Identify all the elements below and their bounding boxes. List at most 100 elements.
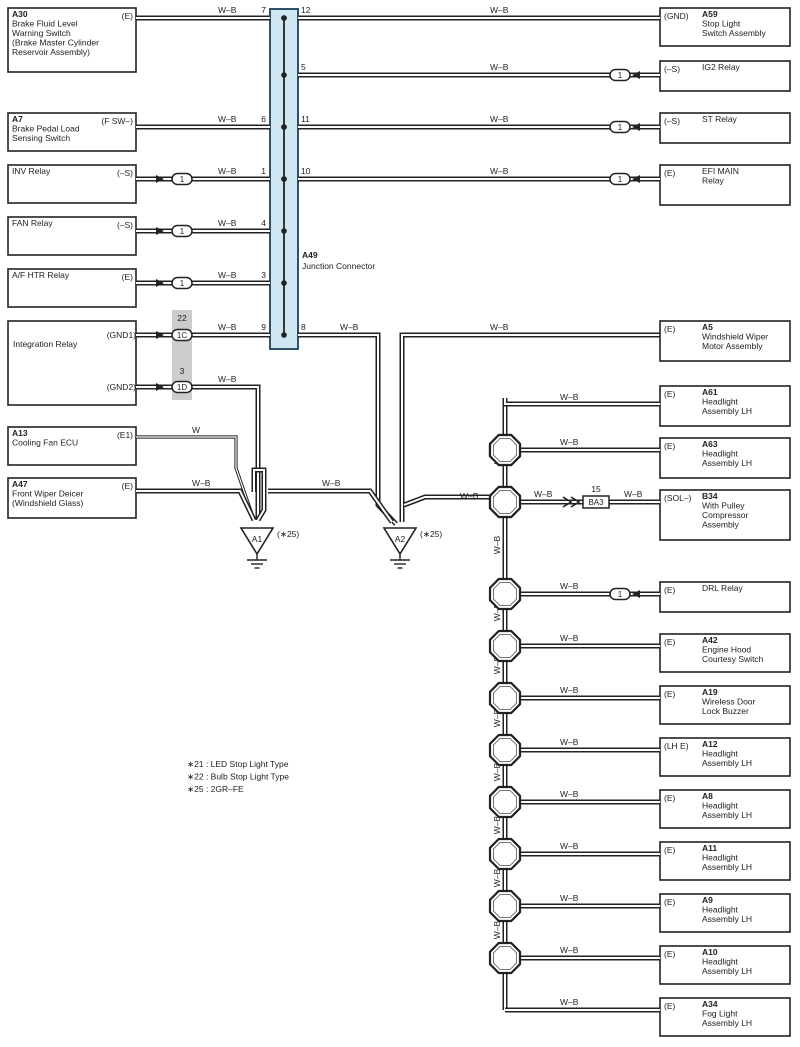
splice-inner bbox=[492, 893, 518, 919]
connector-pill bbox=[609, 120, 631, 134]
wire-inner bbox=[401, 334, 660, 522]
connector-pill bbox=[609, 587, 631, 601]
wire-color-label: W–B bbox=[560, 945, 579, 955]
wire-color-label: W–B bbox=[490, 322, 509, 332]
wire-color-label: W–B bbox=[218, 166, 237, 176]
wire-color-label: W–B bbox=[492, 868, 502, 887]
ground-note: (∗25) bbox=[277, 529, 299, 539]
component-label: Lock Buzzer bbox=[702, 706, 749, 716]
pin-label: (E) bbox=[664, 637, 676, 647]
wire-color-label: W–B bbox=[624, 489, 643, 499]
connector-pill bbox=[609, 68, 631, 82]
wire-color-label: W–B bbox=[490, 166, 509, 176]
arrow-icon bbox=[632, 175, 640, 183]
connector-pill bbox=[171, 172, 193, 186]
component-label: Assembly LH bbox=[702, 810, 752, 820]
component-box bbox=[659, 581, 791, 613]
component-box bbox=[7, 112, 137, 152]
component-box bbox=[7, 426, 137, 466]
component-id: A61 bbox=[702, 387, 718, 397]
component-box bbox=[659, 789, 791, 829]
wire-color-label: W–B bbox=[340, 322, 359, 332]
wire-color-label: W–B bbox=[492, 920, 502, 939]
pin-label: (–S) bbox=[664, 64, 680, 74]
arrow-icon bbox=[156, 383, 164, 391]
connector-pill bbox=[171, 380, 193, 394]
component-id: B34 bbox=[702, 491, 718, 501]
wire-color-label: W–B bbox=[218, 218, 237, 228]
wire-color-label: W–B bbox=[490, 62, 509, 72]
pin-number: 3 bbox=[180, 366, 185, 376]
component-label: Headlight bbox=[702, 853, 739, 863]
wire-a2-trunk bbox=[403, 494, 490, 508]
component-label: Headlight bbox=[702, 397, 739, 407]
component-label: Wireless Door bbox=[702, 697, 756, 707]
component-box bbox=[659, 112, 791, 144]
wire-color-label: W–B bbox=[460, 491, 479, 501]
connector-label: BA3 bbox=[588, 498, 604, 507]
component-label: Headlight bbox=[702, 905, 739, 915]
component-label: Motor Assembly bbox=[702, 341, 763, 351]
splice-inner bbox=[492, 685, 518, 711]
wire-color-label: W–B bbox=[560, 789, 579, 799]
component-box bbox=[659, 385, 791, 427]
splice-inner bbox=[492, 633, 518, 659]
splice-point bbox=[488, 485, 522, 519]
component-label: Stop Light bbox=[702, 19, 741, 29]
wire-color-label: W–B bbox=[218, 374, 237, 384]
pin-number: 9 bbox=[261, 322, 266, 332]
arrow-icon bbox=[632, 71, 640, 79]
wire-color-label: W–B bbox=[560, 633, 579, 643]
pin-label: (E) bbox=[664, 689, 676, 699]
junction-dot bbox=[281, 176, 287, 182]
wire-color-label: W–B bbox=[492, 602, 502, 621]
pin-label: (E) bbox=[664, 585, 676, 595]
connector-pill bbox=[171, 224, 193, 238]
ground-point bbox=[382, 527, 418, 556]
wire-color-label: W–B bbox=[560, 685, 579, 695]
wire-gnd2 bbox=[136, 384, 261, 520]
component-label: Headlight bbox=[702, 749, 739, 759]
arrow-icon bbox=[632, 123, 640, 131]
component-id: A34 bbox=[702, 999, 718, 1009]
pin-label: (F SW–) bbox=[101, 116, 133, 126]
component-box bbox=[659, 945, 791, 985]
component-label: Assembly LH bbox=[702, 862, 752, 872]
component-box bbox=[659, 437, 791, 479]
component-box bbox=[659, 893, 791, 933]
component-box bbox=[7, 216, 137, 256]
component-box bbox=[659, 997, 791, 1037]
connector-pill bbox=[171, 276, 193, 290]
pin-label: (LH E) bbox=[664, 741, 689, 751]
wire-a47 bbox=[136, 488, 257, 522]
wire-color-label: W–B bbox=[560, 392, 579, 402]
wire-inner bbox=[253, 469, 265, 521]
connector-label: 1 bbox=[618, 123, 623, 132]
junction-dot bbox=[281, 332, 287, 338]
wire-a13 bbox=[136, 435, 256, 521]
ground-point bbox=[239, 527, 275, 556]
wire-inner bbox=[268, 490, 393, 523]
component-label: With Pulley bbox=[702, 501, 745, 511]
wire-color-label: W bbox=[192, 425, 200, 435]
footnote: ∗21 : LED Stop Light Type bbox=[187, 759, 289, 769]
wire-color-label: W–B bbox=[560, 841, 579, 851]
pin-number: 11 bbox=[301, 114, 310, 124]
wire-color-label: W–B bbox=[218, 270, 237, 280]
pin-number: 6 bbox=[261, 114, 266, 124]
component-box bbox=[7, 7, 137, 73]
pin-label: (GND) bbox=[664, 11, 689, 21]
component-box bbox=[7, 164, 137, 204]
wire-color-label: W–B bbox=[534, 489, 553, 499]
ground-note: (∗25) bbox=[420, 529, 442, 539]
pin-number: 7 bbox=[261, 5, 266, 15]
component-box bbox=[7, 268, 137, 308]
component-label: Cooling Fan ECU bbox=[12, 438, 78, 448]
wire-color-label: W–B bbox=[322, 478, 341, 488]
pin-number: 5 bbox=[301, 62, 306, 72]
wire-bus-0 bbox=[502, 398, 660, 407]
wire-a1-a2 bbox=[268, 488, 395, 524]
pin-label: (E) bbox=[664, 949, 676, 959]
component-box bbox=[659, 60, 791, 92]
